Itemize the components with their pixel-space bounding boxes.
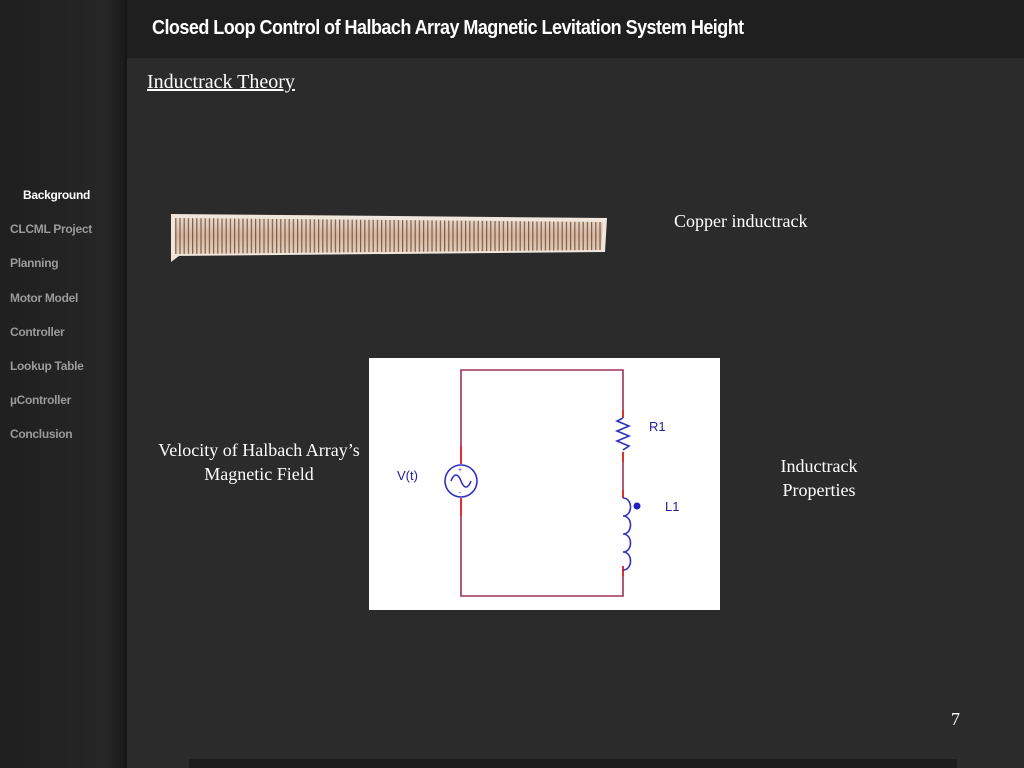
- bottom-bar: [189, 759, 957, 768]
- inductrack-properties-label: Inductrack Properties: [780, 456, 858, 500]
- inductor-label: L1: [665, 499, 679, 514]
- circuit-diagram: + - V(t) R1 L1: [369, 358, 720, 610]
- page-number: 7: [951, 709, 960, 729]
- circuit-terminals: [460, 410, 624, 576]
- sidebar-item-lookup-table[interactable]: Lookup Table: [10, 358, 84, 373]
- sidebar-item-motor-model[interactable]: Motor Model: [10, 290, 79, 305]
- header-bar: Closed Loop Control of Halbach Array Mag…: [127, 0, 1024, 58]
- resistor-icon: [614, 417, 632, 451]
- resistor-label: R1: [649, 419, 666, 434]
- velocity-label: Velocity of Halbach Array’s Magnetic Fie…: [158, 440, 360, 484]
- sidebar-item-conclusion[interactable]: Conclusion: [10, 427, 73, 442]
- sidebar-item-clcml-project[interactable]: CLCML Project: [10, 222, 92, 237]
- circuit-svg: + - V(t) R1 L1: [397, 369, 679, 597]
- source-label: V(t): [397, 468, 418, 483]
- sidebar-item-planning[interactable]: Planning: [10, 256, 59, 271]
- copper-inductrack-label: Copper inductrack: [674, 211, 808, 231]
- svg-text:-: -: [459, 488, 462, 497]
- sidebar-list: Background CLCML Project Planning Motor …: [0, 186, 125, 460]
- inductor-icon: [622, 497, 632, 571]
- sidebar-item-controller[interactable]: Controller: [10, 324, 65, 339]
- sidebar-nav: Background CLCML Project Planning Motor …: [0, 0, 127, 768]
- svg-text:+: +: [458, 467, 462, 474]
- slide-title: Closed Loop Control of Halbach Array Mag…: [152, 17, 744, 39]
- circuit-wires: [460, 369, 624, 597]
- copper-inductrack-image: [171, 214, 607, 262]
- sidebar-item-background[interactable]: Background: [23, 188, 91, 202]
- voltage-source-icon: + -: [444, 464, 478, 498]
- slide-content: Inductrack Theory Copper inductrack Velo…: [129, 58, 1024, 768]
- sidebar-item-microcontroller[interactable]: µController: [10, 393, 71, 408]
- section-heading: Inductrack Theory: [147, 71, 295, 93]
- inductor-dot-icon: [633, 502, 641, 510]
